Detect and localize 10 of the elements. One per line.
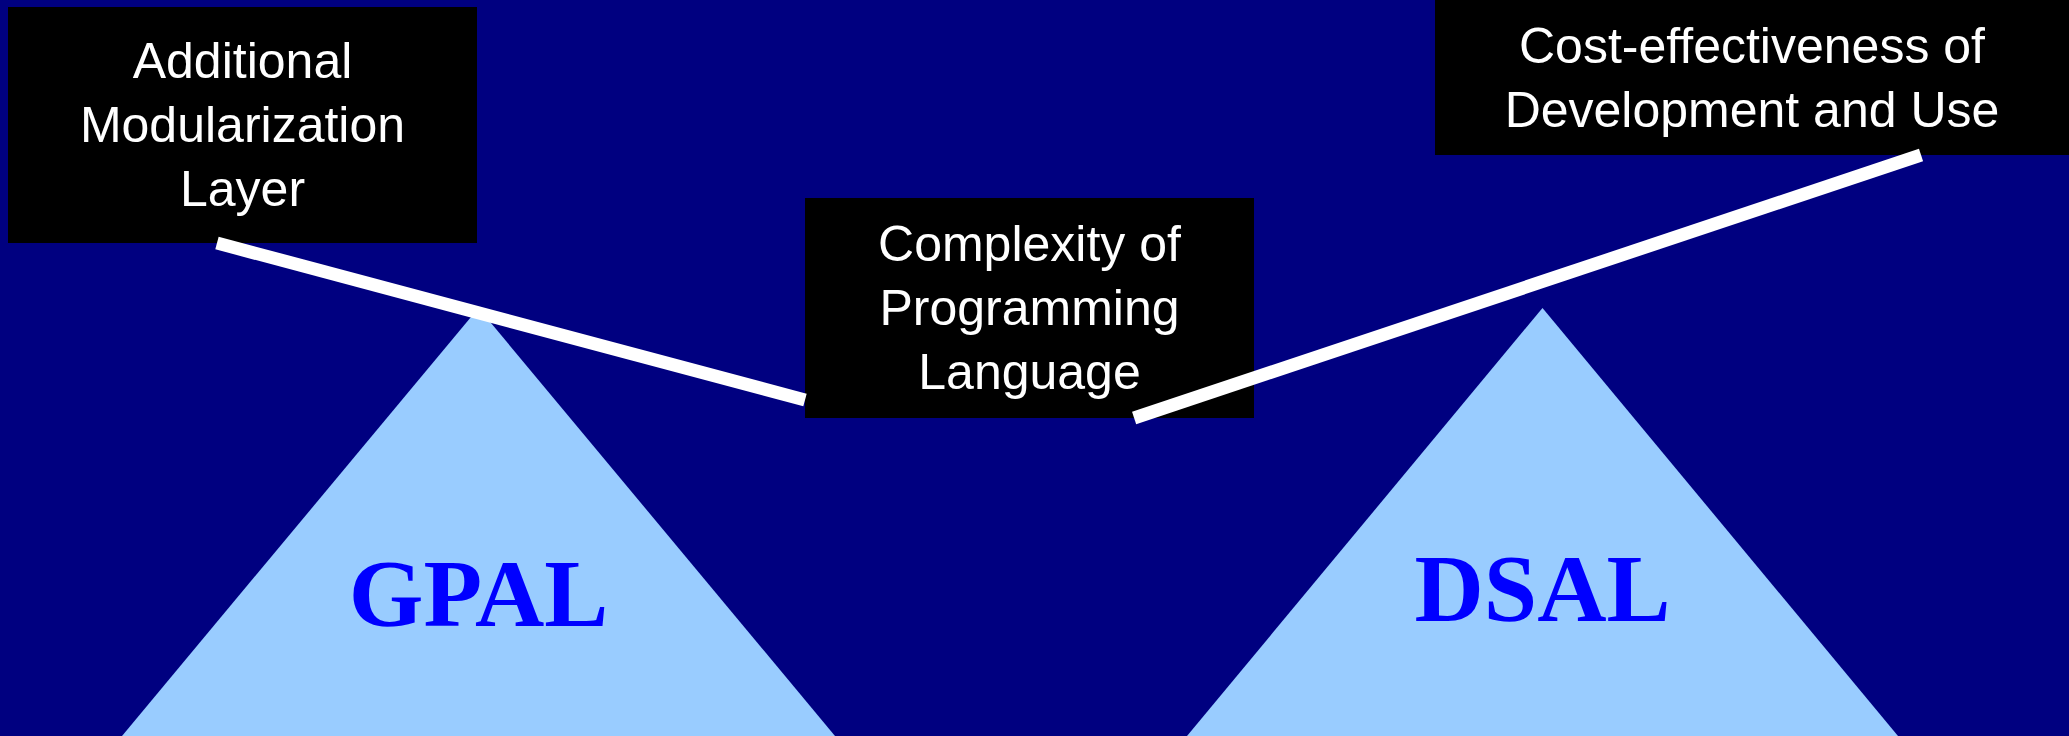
label-box <box>805 198 1254 418</box>
triangle-label: GPAL <box>347 539 610 649</box>
label-text: Cost-effectiveness of Development and Use <box>1503 16 2001 140</box>
label-text: Additional Modularization Layer <box>78 32 407 219</box>
label-box <box>8 7 477 243</box>
label-text: Complexity of Programming Language <box>877 215 1182 402</box>
beam-line <box>1132 148 1924 425</box>
triangle-label: DSAL <box>1413 534 1672 644</box>
beam-line <box>215 236 807 407</box>
label-box <box>1435 0 2069 155</box>
